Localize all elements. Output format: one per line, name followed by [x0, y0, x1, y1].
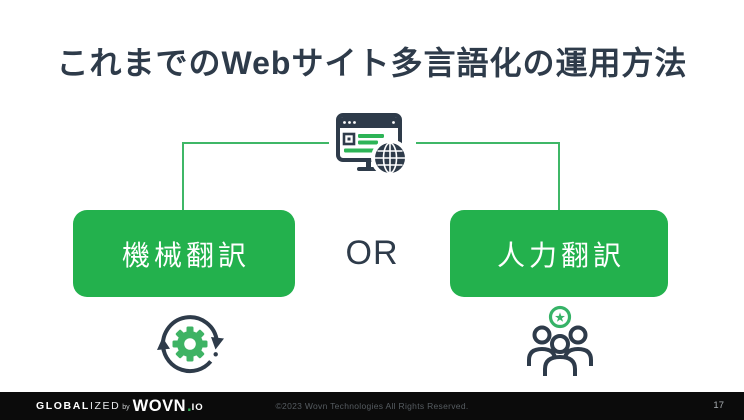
logo-by-text: by: [122, 404, 130, 411]
option-label: 人力翻訳: [496, 239, 625, 271]
connector-right-horizontal: [416, 142, 560, 144]
browser-globe-icon: [336, 113, 409, 177]
logo-ized-text: IZED: [89, 400, 121, 412]
connector-left-vertical: [182, 142, 184, 210]
connector-right-vertical: [558, 142, 560, 210]
option-box-machine-translation: 機械翻訳: [73, 210, 295, 297]
slide-title: これまでのWebサイト多言語化の運用方法: [56, 45, 688, 81]
logo-green-dot: .: [187, 396, 192, 415]
logo-io-text: IO: [191, 402, 204, 413]
logo-wovn-text: WOVN: [132, 396, 187, 415]
option-label: 機械翻訳: [121, 239, 250, 271]
copyright-text: ©2023 Wovn Technologies All Rights Reser…: [275, 401, 469, 411]
page-number: 17: [713, 400, 724, 411]
or-label: OR: [345, 234, 399, 272]
logo-global-text: GLOBAL: [36, 400, 90, 412]
option-box-human-translation: 人力翻訳: [450, 210, 668, 297]
connector-left-horizontal: [182, 142, 329, 144]
team-star-icon: [527, 305, 593, 376]
sync-gear-icon: [157, 315, 224, 374]
